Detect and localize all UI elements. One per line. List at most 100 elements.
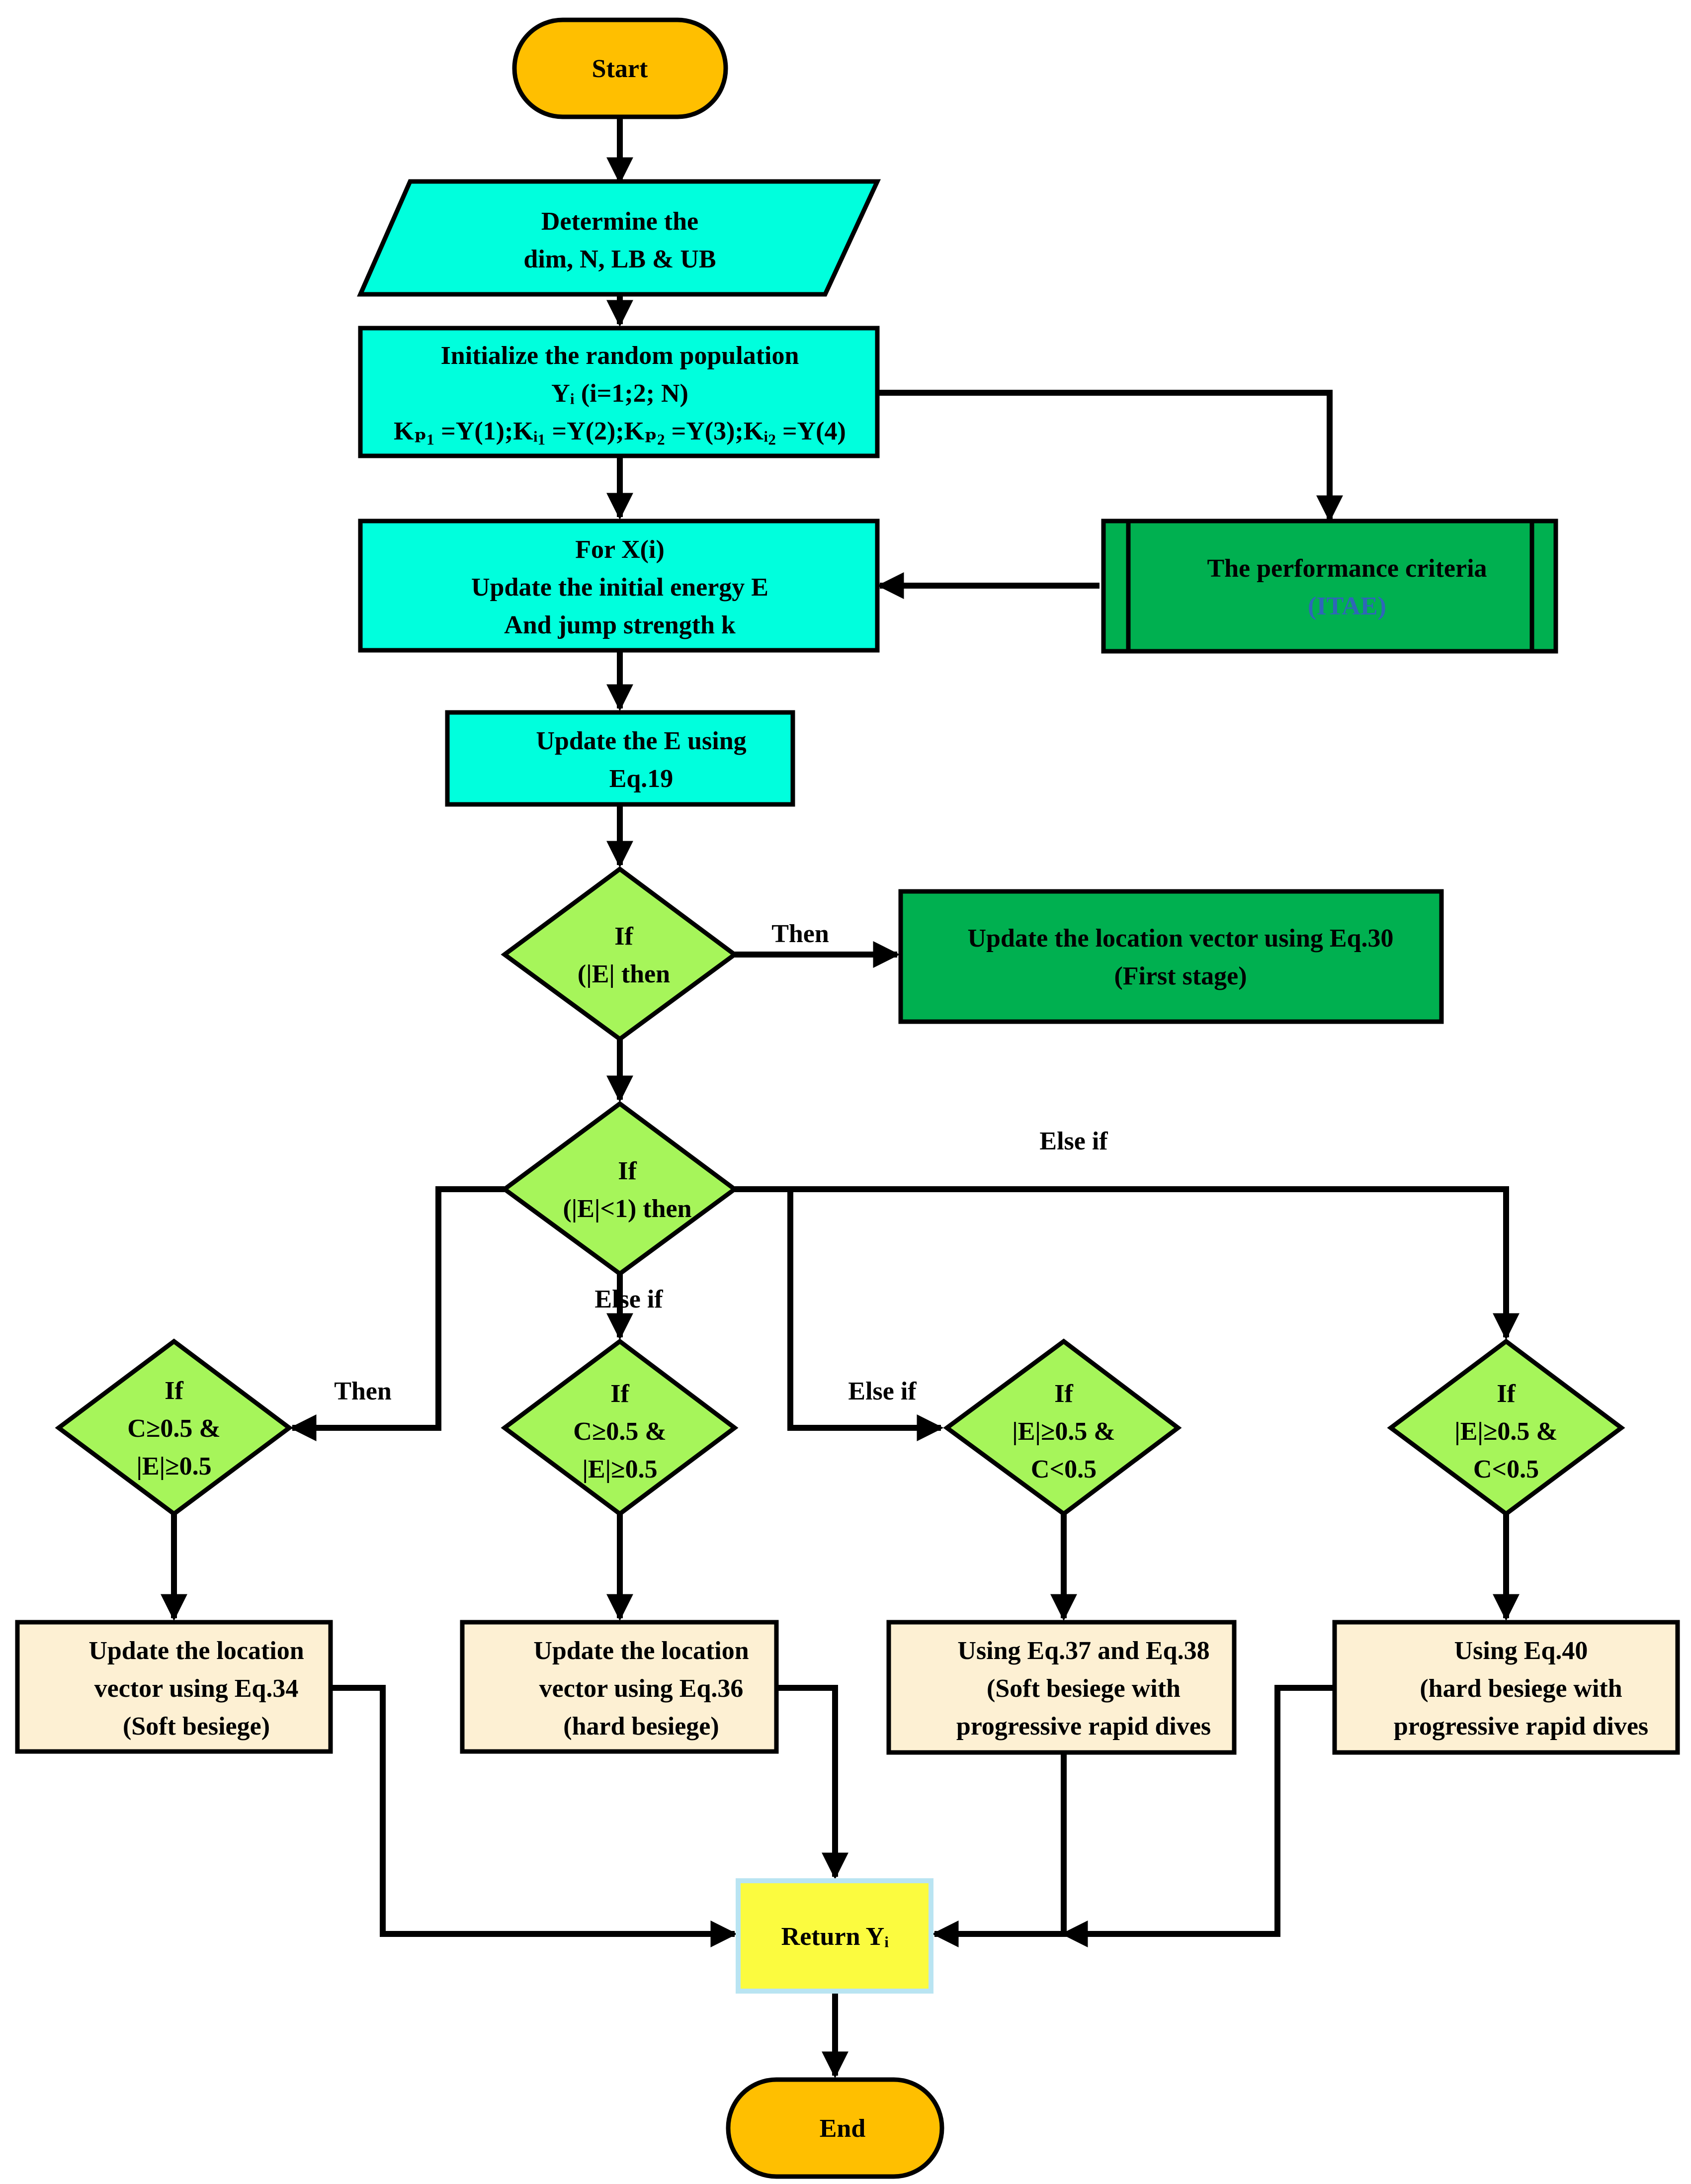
decision-d-diamond: [1387, 1338, 1625, 1517]
forx-line-1: For X(i): [575, 535, 665, 564]
d_c-line-1: If: [1054, 1380, 1073, 1408]
input-label: Determine the dim, N, LB & UB: [523, 207, 716, 273]
dec1-label: If (|E| then: [578, 922, 670, 988]
edge-u-a-to-ret: [331, 1685, 738, 1947]
init-line-1: Initialize the random population: [441, 342, 799, 370]
start-line-1: Start: [592, 55, 648, 83]
node-update-b: Update the location vector using Eq.36 (ha…: [460, 1620, 779, 1754]
d_d-line-2: |E|≥0.5 &: [1454, 1417, 1557, 1446]
u_b-line-2: vector using Eq.36: [539, 1674, 744, 1703]
node-end: End: [726, 2077, 944, 2179]
dec2-label: If (|E|<1) then: [563, 1157, 691, 1223]
edge-dec2-to-d-d: [735, 1186, 1520, 1340]
node-decision-c: If|E|≥0.5 &C<0.5: [943, 1338, 1182, 1517]
u_b-line-1: Update the location: [533, 1637, 749, 1665]
first-stage-box: [898, 889, 1444, 1024]
init-line-2: Yᵢ (i=1;2; N): [551, 379, 688, 408]
node-criteria: The performance criteria (ITAE): [1101, 519, 1558, 654]
node-update-a: Update the location vector using Eq.34 (So…: [15, 1620, 333, 1754]
update-d-label: Using Eq.40 (hard besiege with progressive…: [1394, 1637, 1648, 1741]
edge-label-else-if-mid: Else if: [594, 1285, 663, 1313]
start-label: Start: [592, 55, 648, 83]
criteria-label: The performance criteria (ITAE): [1207, 554, 1487, 620]
d_c-line-2: |E|≥0.5 &: [1012, 1417, 1115, 1446]
update-d-box: [1332, 1620, 1680, 1755]
edge-u-d-to-ret: [1061, 1685, 1335, 1947]
input-line-2: dim, N, LB & UB: [523, 245, 716, 273]
update_e-line-1: Update the E using: [536, 727, 746, 755]
u_d-line-1: Using Eq.40: [1454, 1637, 1588, 1665]
decision-a-diamond: [55, 1338, 293, 1517]
criteria-line-2: (ITAE): [1308, 592, 1386, 620]
u_a-line-2: vector using Eq.34: [94, 1674, 299, 1703]
input-line-1: Determine the: [541, 207, 698, 236]
edge-u-c-to-ret: [931, 1752, 1067, 1947]
update-b-box: [460, 1620, 779, 1754]
node-forx: For X(i) Update the initial energy E And j…: [358, 519, 880, 653]
decision-c-label: If|E|≥0.5 &C<0.5: [1012, 1380, 1115, 1484]
first-stage-label: Update the location vector using Eq.30 (F…: [967, 924, 1393, 990]
edge-init-to-criteria: [877, 390, 1343, 523]
dec1-line-1: If: [614, 922, 633, 951]
forx-line-2: Update the initial energy E: [471, 573, 768, 602]
update-c-box: [886, 1620, 1237, 1755]
u_a-line-3: (Soft besiege): [123, 1712, 270, 1741]
init-label: Initialize the random population Yᵢ (i=1;…: [394, 342, 846, 445]
u_b-line-3: (hard besiege): [563, 1712, 719, 1741]
edge-dec2-to-d-c: [787, 1189, 944, 1441]
edge-label-else-if-c: Else if: [848, 1377, 917, 1405]
d_d-line-1: If: [1497, 1380, 1516, 1408]
u_c-line-1: Using Eq.37 and Eq.38: [957, 1637, 1209, 1665]
d_a-line-1: If: [165, 1377, 183, 1405]
edge-u-b-to-ret: [778, 1685, 848, 1880]
d_b-line-3: |E|≥0.5: [582, 1455, 657, 1484]
d_a-line-2: C≥0.5 &: [127, 1414, 220, 1443]
connectors: [161, 117, 1520, 2079]
return-box: [736, 1878, 933, 1994]
u_d-line-2: (hard besiege with: [1420, 1674, 1622, 1703]
edge-dec2-to-d-a: [289, 1186, 505, 1441]
dec1-diamond: [501, 866, 739, 1042]
edge-labels: Then Else if Else if Then Else if: [334, 920, 1108, 1405]
dec1-line-2: (|E| then: [578, 960, 670, 988]
u_a-line-1: Update the location: [88, 1637, 304, 1665]
d_d-line-3: C<0.5: [1473, 1455, 1539, 1484]
first_stage-line-1: Update the location vector using Eq.30: [967, 924, 1393, 953]
end-shape: [726, 2077, 944, 2179]
decision-d-label: If |E|≥0.5 & C<0.5: [1454, 1380, 1557, 1484]
edge-label-then-left: Then: [334, 1377, 392, 1405]
update-a-label: Update the location vector using Eq.34 (So…: [88, 1637, 304, 1741]
dec2-diamond: [501, 1101, 739, 1277]
init-box: [358, 326, 880, 458]
node-dec2: If (|E|<1) then: [501, 1101, 739, 1277]
dec2-line-2: (|E|<1) then: [563, 1195, 691, 1223]
forx-label: For X(i) Update the initial energy E And j…: [471, 535, 768, 639]
ret-line-1: Return Yᵢ: [781, 1922, 889, 1951]
node-first-stage: Update the location vector using Eq.30 (F…: [898, 889, 1444, 1024]
end-line-1: End: [820, 2114, 866, 2143]
node-init: Initialize the random population Yᵢ (i=1;…: [358, 326, 880, 458]
node-decision-d: If |E|≥0.5 & C<0.5: [1387, 1338, 1625, 1517]
forx-line-3: And jump strength k: [504, 611, 736, 639]
node-return: Return Yᵢ: [736, 1878, 933, 1994]
edge-label-else-if-right: Else if: [1039, 1127, 1108, 1155]
start-shape: [512, 17, 728, 119]
u_d-line-3: progressive rapid dives: [1394, 1712, 1648, 1741]
forx-box: [358, 519, 880, 653]
criteria-line-1: The performance criteria: [1207, 554, 1487, 583]
node-update-d: Using Eq.40 (hard besiege with progressive…: [1332, 1620, 1680, 1755]
node-dec1: If (|E| then: [501, 866, 739, 1042]
update-b-label: Update the location vector using Eq.36 (ha…: [533, 1637, 749, 1741]
first_stage-line-2: (First stage): [1114, 962, 1247, 990]
d_b-line-2: C≥0.5 &: [573, 1417, 666, 1446]
node-input: Determine the dim, N, LB & UB: [357, 179, 881, 297]
decision-b-diamond: [501, 1338, 739, 1517]
dec2-line-1: If: [618, 1157, 637, 1185]
